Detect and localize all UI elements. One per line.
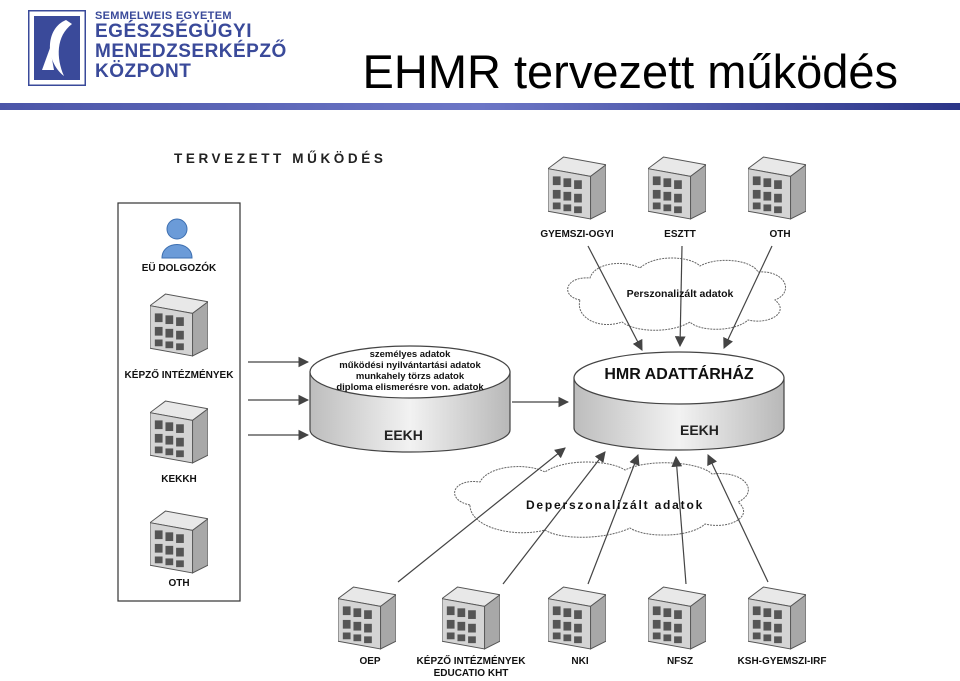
left-db-fields: személyes adatok működési nyilvántartási…: [320, 349, 500, 393]
top-cloud-label: Perszonalizált adatok: [626, 288, 734, 300]
label-eu-dolgozok: EÜ DOLGOZÓK: [141, 263, 217, 274]
label-oth-left: OTH: [168, 578, 190, 589]
label-educatio: EDUCATIO KHT: [433, 668, 509, 679]
label-gyemszi-ogyi: GYEMSZI-OGYI: [540, 229, 614, 240]
left-db-line-1: személyes adatok: [369, 349, 451, 360]
left-database-cylinder: [309, 345, 511, 453]
server-icon-oth-left: [150, 510, 208, 574]
university-logo: [26, 8, 88, 88]
label-kepzo-intezmenyek: KÉPZŐ INTÉZMÉNYEK: [124, 370, 234, 381]
person-icon: [161, 218, 193, 259]
right-db-label: EEKH: [680, 422, 719, 438]
label-oth-top: OTH: [769, 229, 791, 240]
right-database-cylinder: [573, 351, 785, 451]
label-kepzo-bottom: KÉPZŐ INTÉZMÉNYEK: [416, 656, 526, 667]
label-nki: NKI: [571, 656, 589, 667]
label-nfsz: NFSZ: [666, 656, 694, 667]
logo-emblem-icon: [26, 8, 88, 88]
server-icon-oth-top: [748, 156, 806, 220]
server-icon-oep: [338, 586, 396, 650]
server-icon-gyemszi: [548, 156, 606, 220]
right-db-title: HMR ADATTÁRHÁZ: [604, 366, 754, 383]
server-icon-nki: [548, 586, 606, 650]
server-icon-kekkh: [150, 400, 208, 464]
logo-line-4: KÖZPONT: [95, 61, 192, 82]
left-db-line-3: munkahely törzs adatok: [355, 371, 465, 382]
logo-text: SEMMELWEIS EGYETEM EGÉSZSÉGÜGYI MENEDZSE…: [95, 10, 287, 82]
label-ksh-gyemszi-irf: KSH-GYEMSZI-IRF: [737, 656, 827, 667]
server-icon-esztt: [648, 156, 706, 220]
page-title: EHMR tervezett működés: [362, 45, 898, 98]
server-icon-ksh: [748, 586, 806, 650]
left-db-line-4: diploma elismerésre von. adatok: [336, 382, 484, 393]
server-icon-nfsz: [648, 586, 706, 650]
bottom-cloud-shape: [454, 461, 749, 538]
label-oep: OEP: [359, 656, 381, 667]
logo-line-1: SEMMELWEIS EGYETEM: [95, 10, 232, 22]
logo-line-2: EGÉSZSÉGÜGYI: [95, 21, 252, 42]
label-kekkh: KEKKH: [161, 474, 197, 485]
server-icon-kepzo-bottom: [442, 586, 500, 650]
label-esztt: ESZTT: [664, 229, 696, 240]
left-db-line-2: működési nyilvántartási adatok: [339, 360, 481, 371]
diagram-heading: TERVEZETT MŰKÖDÉS: [174, 151, 387, 166]
logo-line-3: MENEDZSERKÉPZŐ: [95, 41, 287, 62]
bottom-cloud-label: Deperszonalizált adatok: [525, 498, 705, 512]
title-divider: [0, 103, 960, 110]
server-icon-kepzo: [150, 293, 208, 357]
left-db-label: EEKH: [384, 427, 423, 443]
